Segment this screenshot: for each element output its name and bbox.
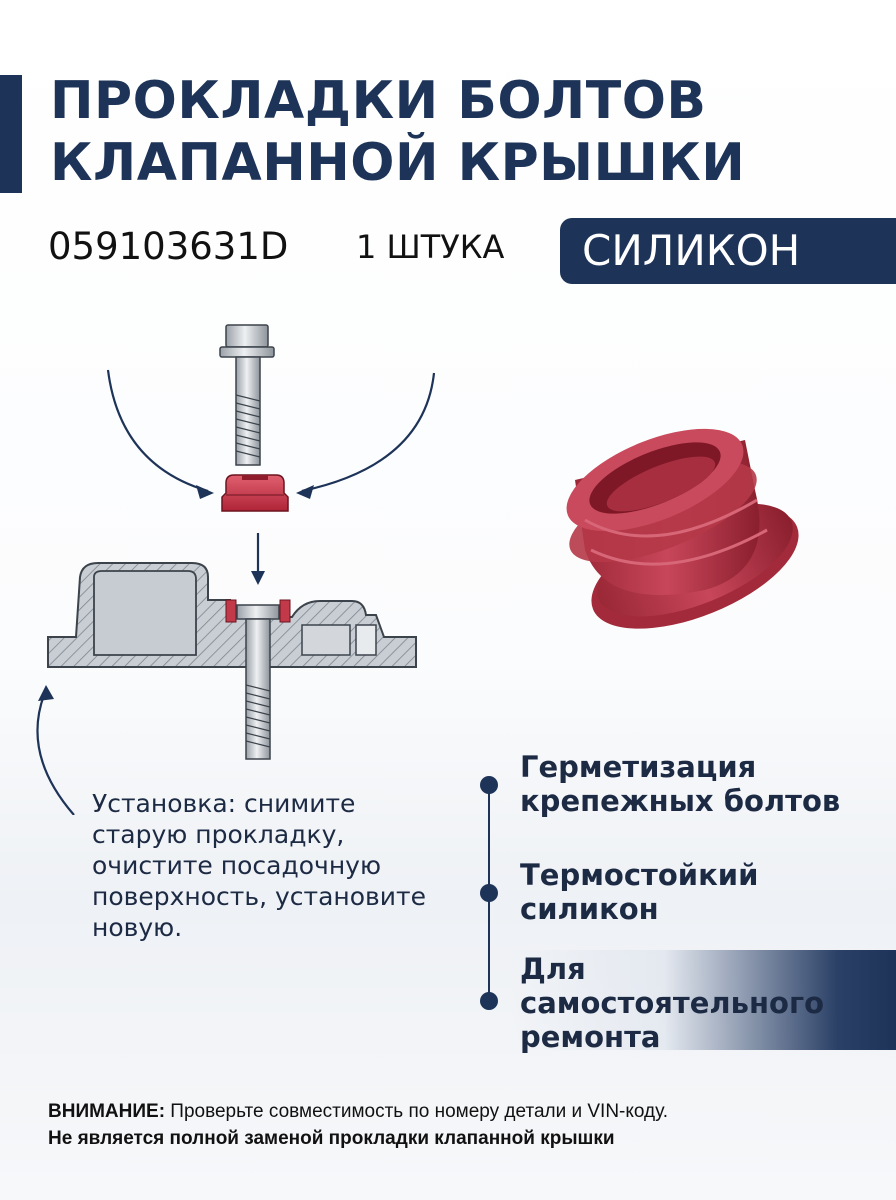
feature-list: Герметизация крепежных болтов Термостойк… [480, 750, 896, 1054]
page-title: ПРОКЛАДКИ БОЛТОВ КЛАПАННОЙ КРЫШКИ [50, 70, 880, 194]
quantity-label: 1 ШТУКА [356, 228, 505, 266]
feature-dot-icon [480, 776, 498, 794]
feature-item: Для самостоятельного ремонта [520, 952, 825, 1054]
title-line-2: КЛАПАННОЙ КРЫШКИ [50, 133, 746, 193]
feature-item: Герметизация крепежных болтов [520, 750, 841, 818]
notice-disclaimer: Не является полной заменой прокладки кла… [48, 1128, 615, 1149]
title-line-1: ПРОКЛАДКИ БОЛТОВ [50, 71, 707, 131]
feature-dot-icon [480, 884, 498, 902]
material-badge-text: СИЛИКОН [582, 226, 801, 275]
grommet-icon [566, 428, 799, 629]
seal-icon [221, 474, 289, 512]
valve-cover-section [47, 562, 417, 760]
arrow-icon [36, 369, 436, 815]
bolt-icon [219, 324, 275, 466]
notice-text: Проверьте совместимость по номеру детали… [165, 1101, 669, 1122]
arrowhead-icon [38, 485, 314, 701]
installation-instructions: Установка: снимите старую прокладку, очи… [92, 789, 426, 942]
notice-label: ВНИМАНИЕ: [48, 1101, 166, 1122]
compatibility-notice: ВНИМАНИЕ: Проверьте совместимость по ном… [48, 1098, 878, 1152]
title-accent-bar [0, 75, 22, 193]
feature-item: Термостойкий силикон [520, 858, 759, 926]
part-number: 059103631D [48, 225, 289, 268]
feature-highlight [510, 950, 896, 1050]
material-badge: СИЛИКОН [560, 218, 896, 284]
installation-diagram [36, 324, 436, 815]
product-photo [566, 428, 799, 629]
feature-dot-icon [480, 992, 498, 1010]
